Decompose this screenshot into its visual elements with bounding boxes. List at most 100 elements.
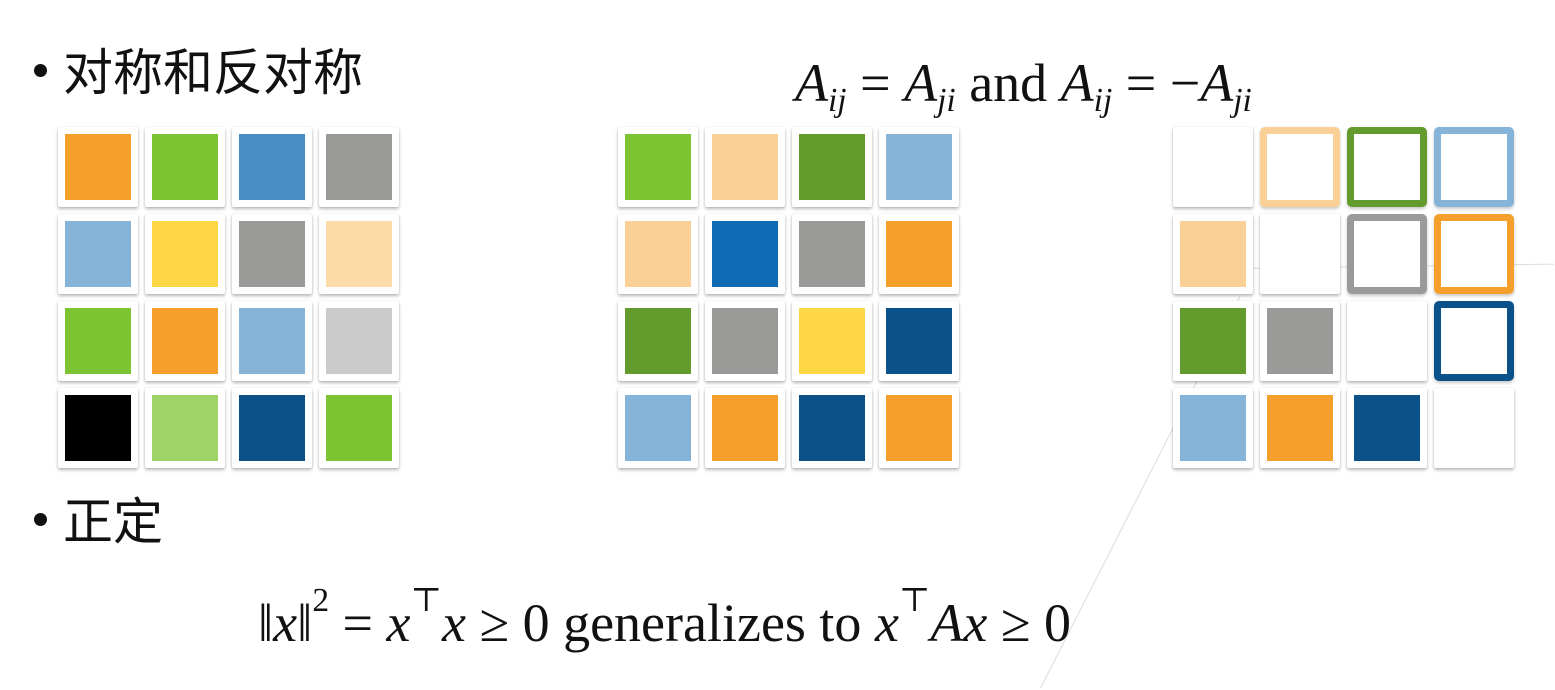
matrix-cell — [319, 127, 399, 207]
matrix-cell-outline — [1260, 127, 1340, 207]
math-operator: = — [1125, 53, 1157, 113]
matrix-cell-fill — [625, 395, 691, 461]
math-symbol: x — [963, 593, 988, 653]
matrix-cell — [145, 301, 225, 381]
matrix-cell — [1260, 388, 1340, 468]
matrix-cell-fill — [152, 308, 218, 374]
matrix-cell-fill — [1180, 221, 1246, 287]
math-operator: ‖ — [258, 593, 274, 653]
math-operator: ‖ — [297, 593, 313, 653]
matrix-cell-fill — [712, 308, 778, 374]
math-text: generalizes to — [563, 593, 862, 653]
matrix-cell-fill — [712, 134, 778, 200]
math-symbol: A — [795, 53, 828, 113]
matrix-cell — [792, 214, 872, 294]
bullet-text: 对称和反对称 — [63, 44, 363, 102]
matrix-cell-fill — [326, 395, 392, 461]
matrix-cell — [319, 214, 399, 294]
matrix-cell-empty — [1173, 127, 1253, 207]
math-symbol: A — [1060, 53, 1094, 113]
matrix-cell — [792, 388, 872, 468]
matrix-cell-fill — [65, 308, 131, 374]
matrix-cell — [705, 388, 785, 468]
matrix-cell-fill — [1180, 395, 1246, 461]
math-operator: ≥ — [479, 593, 510, 653]
matrix-cell — [1173, 214, 1253, 294]
math-subscript: ji — [937, 82, 956, 120]
matrix-cell — [58, 301, 138, 381]
matrix-cell-fill — [239, 221, 305, 287]
matrix-cell-outline — [1434, 214, 1514, 294]
matrix-cell-fill — [65, 221, 131, 287]
math-symbol: x — [386, 593, 411, 653]
math-number: 0 — [522, 593, 550, 653]
matrix-cell — [618, 214, 698, 294]
matrix-cell — [879, 388, 959, 468]
matrix-cell-fill — [886, 308, 952, 374]
matrix-cell-fill — [326, 308, 392, 374]
matrix-cell-fill — [886, 134, 952, 200]
math-operator: ≥ — [1000, 593, 1031, 653]
matrix-cell — [1173, 388, 1253, 468]
matrix-cell-empty — [1260, 214, 1340, 294]
matrix-cell-fill — [65, 395, 131, 461]
math-symbol: A — [904, 53, 938, 113]
math-subscript: ij — [828, 82, 847, 120]
matrix-cell — [618, 301, 698, 381]
math-operator: − — [1169, 53, 1201, 113]
matrix-cell-fill — [1267, 308, 1333, 374]
matrix-cell-empty — [1434, 388, 1514, 468]
matrix-cell — [1173, 301, 1253, 381]
matrix-cell — [879, 214, 959, 294]
matrix-cell — [879, 127, 959, 207]
matrix-cell-fill — [886, 395, 952, 461]
matrix-cell — [1347, 388, 1427, 468]
matrix-cell — [58, 127, 138, 207]
matrix-cell — [618, 127, 698, 207]
matrix-cell — [319, 388, 399, 468]
matrix-cell-empty — [1347, 301, 1427, 381]
matrix-general — [58, 127, 403, 472]
matrix-cell — [232, 388, 312, 468]
matrix-cell — [879, 301, 959, 381]
matrix-cell-outline — [1347, 127, 1427, 207]
math-superscript: 2 — [312, 581, 330, 619]
bullet-symmetric: 对称和反对称 — [34, 48, 363, 98]
math-symbol: A — [1200, 53, 1234, 113]
math-superscript: ⊤ — [898, 581, 931, 619]
matrix-cell — [792, 301, 872, 381]
matrix-cell — [618, 388, 698, 468]
math-operator: = — [342, 593, 374, 653]
matrix-cell-fill — [625, 134, 691, 200]
math-symbol: x — [441, 593, 466, 653]
matrix-cell-fill — [326, 221, 392, 287]
matrix-cell-fill — [1354, 395, 1420, 461]
matrix-cell-fill — [712, 395, 778, 461]
math-number: 0 — [1044, 593, 1071, 653]
matrix-cell-fill — [625, 308, 691, 374]
matrix-cell-fill — [799, 221, 865, 287]
matrix-antisymmetric — [1173, 127, 1518, 472]
matrix-cell-outline — [1347, 214, 1427, 294]
matrix-cell — [792, 127, 872, 207]
matrix-cell-fill — [239, 395, 305, 461]
matrix-cell — [232, 301, 312, 381]
formula-positive-definite: ‖x‖2 = x⊤x ≥ 0 generalizes to x⊤Ax ≥ 0 — [258, 584, 1071, 654]
matrix-cell-fill — [152, 395, 218, 461]
matrix-cell-fill — [712, 221, 778, 287]
matrix-cell-outline — [1434, 301, 1514, 381]
matrix-cell-outline — [1434, 127, 1514, 207]
matrix-cell-fill — [1180, 308, 1246, 374]
matrix-cell — [232, 214, 312, 294]
matrix-cell — [319, 301, 399, 381]
matrix-cell — [232, 127, 312, 207]
matrix-cell — [705, 301, 785, 381]
matrix-symmetric — [618, 127, 963, 472]
math-subscript: ji — [1233, 82, 1252, 120]
matrix-cell — [1260, 301, 1340, 381]
matrix-cell-fill — [239, 308, 305, 374]
math-text: and — [969, 53, 1048, 113]
bullet-dot — [34, 64, 47, 77]
matrix-cell-fill — [152, 221, 218, 287]
matrix-cell — [145, 388, 225, 468]
